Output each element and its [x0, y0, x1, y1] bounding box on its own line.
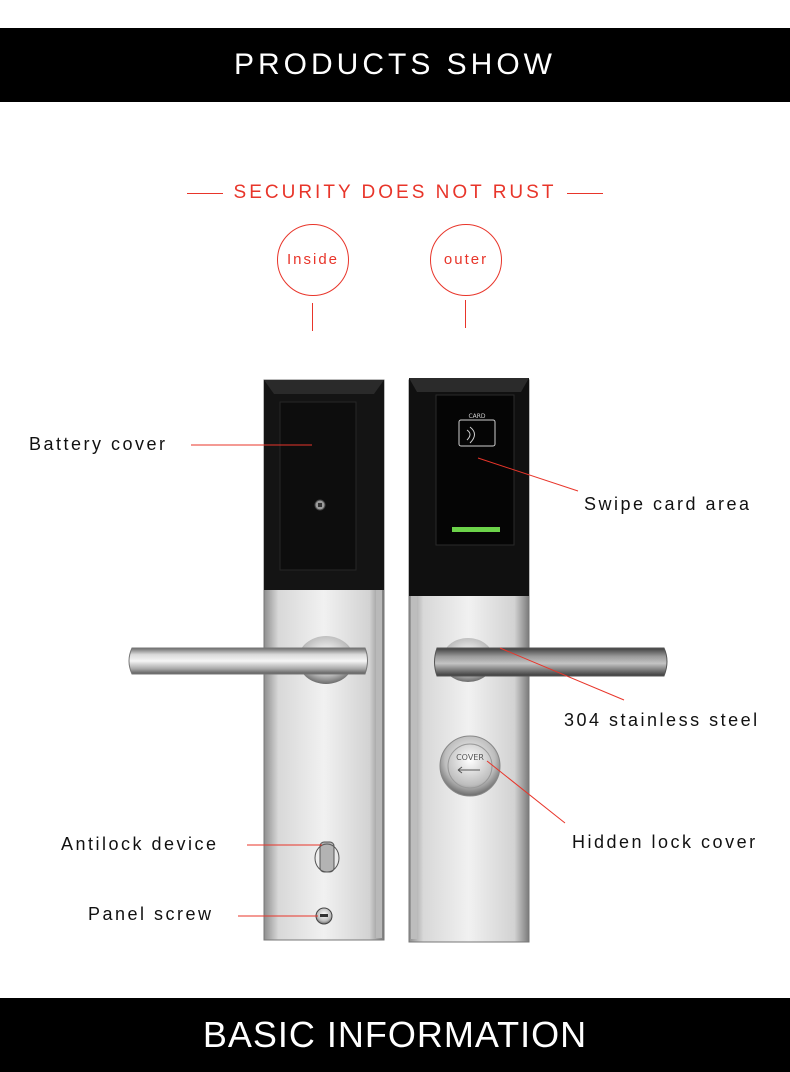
- antilock-device-label: Antilock device: [61, 834, 219, 854]
- outer-pointer-line: [465, 300, 466, 328]
- swipe-card-area-label: Swipe card area: [584, 494, 752, 514]
- card-icon: [458, 419, 496, 447]
- cover-label: COVER: [456, 753, 484, 762]
- inside-panel-edge: [376, 500, 382, 938]
- inside-handle: [128, 647, 368, 675]
- hidden-lock-cover-leader: [486, 760, 566, 824]
- outer-view-badge: outer: [430, 224, 502, 296]
- battery-cover-label: Battery cover: [29, 434, 168, 454]
- card-label: CARD: [468, 413, 485, 420]
- tagline-rule-left: [187, 192, 224, 194]
- stainless-steel-leader: [499, 647, 625, 701]
- inside-lock: [128, 379, 385, 941]
- tagline: SECURITY DOES NOT RUST: [0, 182, 790, 204]
- inside-view-label: Inside: [286, 251, 340, 268]
- status-light-bar: [452, 527, 500, 532]
- stainless-steel-label: 304 stainless steel: [564, 710, 760, 730]
- footer-title: BASIC INFORMATION: [202, 1014, 588, 1055]
- outer-view-label: outer: [443, 251, 489, 268]
- hidden-lock-cover-label: Hidden lock cover: [572, 832, 758, 852]
- nfc-wave-icon: [466, 426, 475, 444]
- tagline-text: SECURITY DOES NOT RUST: [233, 182, 557, 203]
- section-title: PRODUCTS SHOW: [234, 48, 556, 81]
- hidden-lock-cover-icon: [439, 735, 501, 797]
- outer-handle: [434, 647, 668, 677]
- header-banner: PRODUCTS SHOW: [0, 28, 790, 102]
- battery-cover-plate: [279, 401, 357, 571]
- swipe-card-leader: [477, 457, 579, 492]
- outer-lock: CARD COVER: [408, 378, 668, 943]
- tagline-rule-right: [566, 192, 603, 194]
- panel-screw-label: Panel screw: [88, 904, 214, 924]
- inside-view-badge: Inside: [277, 224, 349, 296]
- antilock-knob: [319, 841, 335, 873]
- inside-pointer-line: [312, 303, 313, 331]
- footer-banner: BASIC INFORMATION: [0, 998, 790, 1072]
- battery-cover-bevel: [264, 380, 384, 394]
